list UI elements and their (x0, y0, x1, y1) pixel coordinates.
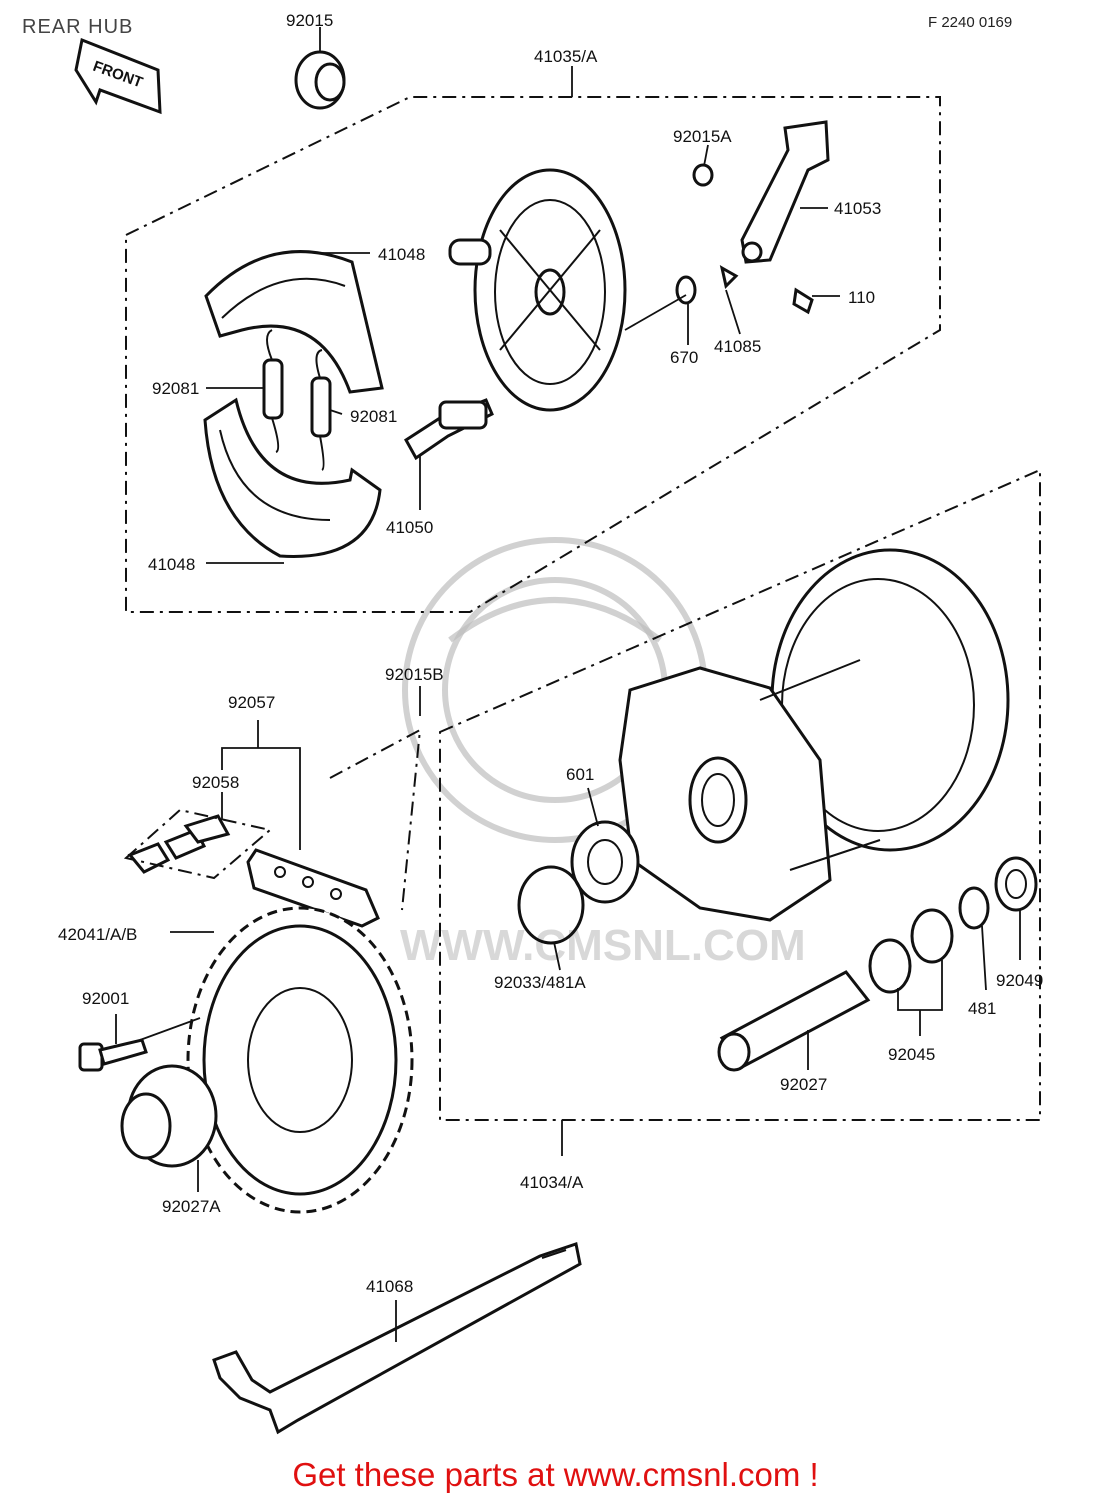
brake-panel-group-outline (125, 96, 941, 613)
label-41048-bottom: 41048 (148, 555, 195, 574)
label-92033: 92033/481A (494, 973, 586, 992)
label-92015B: 92015B (385, 665, 444, 684)
drawing-code: F 2240 0169 (928, 14, 1013, 31)
label-92058: 92058 (192, 773, 239, 792)
part-92058-master-link (123, 808, 273, 880)
diagram-title: REAR HUB (22, 16, 134, 38)
promo-footer: Get these parts at www.cmsnl.com ! (292, 1456, 819, 1493)
part-92027A-collar (120, 1064, 218, 1168)
part-42041-sprocket (186, 906, 414, 1214)
part-41034-hub (618, 548, 1010, 922)
label-110: 110 (848, 288, 875, 307)
label-41035: 41035/A (534, 47, 598, 66)
part-41048-shoe-bottom (203, 397, 382, 558)
part-41053-lever (624, 120, 830, 331)
label-41048-top: 41048 (378, 245, 425, 264)
part-brake-panel (448, 168, 627, 412)
label-92049: 92049 (996, 971, 1043, 990)
label-41085: 41085 (714, 337, 761, 356)
label-92027A: 92027A (162, 1197, 221, 1216)
part-41048-shoe-top (204, 250, 384, 394)
part-92081-springs (262, 329, 332, 471)
part-481-circlip (958, 886, 990, 930)
label-481: 481 (968, 999, 996, 1018)
label-41034: 41034/A (520, 1173, 584, 1192)
label-92015A: 92015A (673, 127, 732, 146)
label-41053: 41053 (834, 199, 881, 218)
part-92015-collar (294, 27, 346, 110)
part-41050-cam (404, 398, 494, 461)
label-92027: 92027 (780, 1075, 827, 1094)
leader-lines (115, 66, 1021, 1342)
part-92027-spacer (717, 970, 871, 1072)
label-670: 670 (670, 348, 698, 367)
hub-group-outline (439, 468, 1041, 1121)
label-92045: 92045 (888, 1045, 935, 1064)
chain-group-outline (329, 728, 422, 911)
watermark-text: WWW.CMSNL.COM (400, 921, 806, 970)
part-92033-circlip (517, 865, 585, 945)
label-41050: 41050 (386, 518, 433, 537)
front-arrow: FRONT (74, 37, 162, 115)
label-92081-left: 92081 (152, 379, 199, 398)
label-92001: 92001 (82, 989, 129, 1008)
part-41068-axle (212, 1242, 582, 1435)
label-92015: 92015 (286, 11, 333, 30)
label-92057: 92057 (228, 693, 275, 712)
part-92049-seal (994, 856, 1038, 912)
part-601-bearing (570, 787, 640, 904)
part-92045-bearings (868, 908, 954, 994)
part-92057-chain (246, 848, 380, 928)
label-41068: 41068 (366, 1277, 413, 1296)
part-92001-bolt (78, 1038, 148, 1072)
label-42041: 42041/A/B (58, 925, 137, 944)
label-92081-right: 92081 (350, 407, 397, 426)
label-601: 601 (566, 765, 594, 784)
part-labels: 92015 41035/A 92015A 41053 41048 110 670… (58, 11, 1043, 1296)
